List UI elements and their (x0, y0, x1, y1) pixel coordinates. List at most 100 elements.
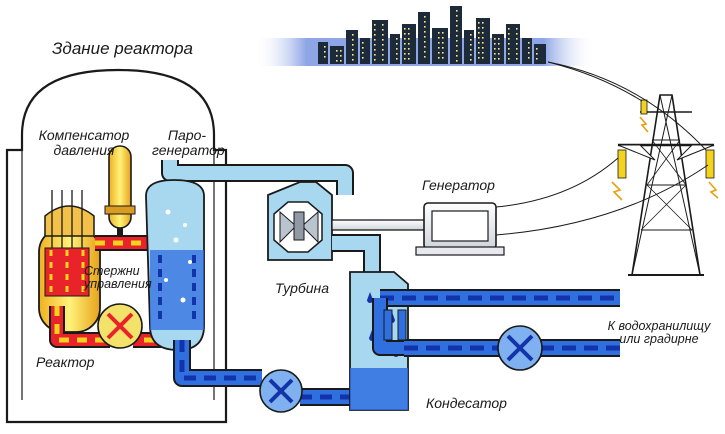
city-window (516, 28, 518, 30)
label-pressurizer: Компенсатор давления (38, 128, 130, 157)
city-window (516, 43, 518, 45)
city-window (404, 43, 406, 45)
city-window (478, 27, 480, 29)
city-window (508, 38, 510, 40)
city-window (442, 32, 444, 34)
city-window (424, 16, 426, 18)
label-control-rods-line1: Стержни (84, 264, 140, 278)
city-window (470, 34, 472, 36)
label-condenser: Кондесатор (426, 395, 507, 411)
city-window (442, 57, 444, 59)
city-window (382, 59, 384, 61)
city-window (352, 34, 354, 36)
city-window (438, 47, 440, 49)
city-window (508, 48, 510, 50)
city-window (478, 47, 480, 49)
city-window (374, 54, 376, 56)
label-steam-generator: Паро- генератор (152, 128, 225, 157)
city-window (456, 45, 458, 47)
city-building (318, 42, 328, 64)
label-control-rods: Стержни управления (84, 264, 152, 292)
city-window (456, 50, 458, 52)
city-window (478, 42, 480, 44)
label-turbine: Турбина (275, 280, 330, 296)
city-window (382, 49, 384, 51)
city-window (374, 44, 376, 46)
city-building (432, 28, 448, 64)
city-window (438, 32, 440, 34)
city-window (374, 59, 376, 61)
city-window (362, 57, 364, 59)
city-building (464, 30, 474, 64)
city-window (424, 56, 426, 58)
city-window (482, 37, 484, 39)
city-window (404, 58, 406, 60)
city-window (396, 53, 398, 55)
city-window (482, 47, 484, 49)
city-window (508, 53, 510, 55)
city-window (408, 28, 410, 30)
city-window (352, 49, 354, 51)
city-window (482, 27, 484, 29)
city-window (508, 43, 510, 45)
city-window (528, 42, 530, 44)
pressurizer (104, 145, 136, 236)
city-window (494, 43, 496, 45)
city-window (382, 24, 384, 26)
city-windows (324, 10, 538, 62)
city-window (374, 24, 376, 26)
cooling-water-tubes (383, 309, 407, 341)
city-buildings (318, 6, 546, 64)
label-pressurizer-line2: давления (53, 141, 115, 158)
city-window (456, 25, 458, 27)
city-window (498, 48, 500, 50)
city-window (498, 38, 500, 40)
label-reservoir: К водохранилищу или градирне (598, 319, 720, 347)
city-window (456, 60, 458, 62)
city-window (424, 41, 426, 43)
city-window (336, 55, 338, 57)
city-window (528, 57, 530, 59)
city-window (352, 39, 354, 41)
city-window (424, 36, 426, 38)
label-reservoir-line2: или градирне (619, 332, 699, 347)
steam-generator (145, 179, 205, 351)
city-window (456, 15, 458, 17)
city-window (340, 55, 342, 57)
city-window (408, 58, 410, 60)
label-pressurizer-line1: Компенсатор (38, 127, 130, 143)
city-window (352, 59, 354, 61)
city-window (382, 34, 384, 36)
city-window (340, 60, 342, 62)
city-window (396, 43, 398, 45)
city-window (382, 54, 384, 56)
city-window (456, 10, 458, 12)
city-window (516, 33, 518, 35)
city-window (404, 53, 406, 55)
city-window (470, 54, 472, 56)
city-window (396, 38, 398, 40)
city-window (336, 60, 338, 62)
city-window (442, 37, 444, 39)
city-window (536, 48, 538, 50)
city-building (360, 38, 370, 64)
city-window (478, 37, 480, 39)
city-window (438, 52, 440, 54)
label-reactor-building: Здание реактора (52, 39, 193, 58)
label-control-rods-line2: управления (84, 277, 152, 292)
city-window (408, 38, 410, 40)
city-window (482, 32, 484, 34)
city-window (408, 48, 410, 50)
cooling-water-loop (372, 289, 620, 357)
city-window (494, 48, 496, 50)
power-line-tower (617, 94, 715, 276)
city-window (424, 31, 426, 33)
city-window (324, 56, 326, 58)
insulators (611, 99, 719, 201)
city-window (498, 58, 500, 60)
label-reactor: Реактор (36, 354, 95, 370)
city-window (362, 52, 364, 54)
city-window (470, 49, 472, 51)
city-window (424, 21, 426, 23)
city-window (352, 44, 354, 46)
